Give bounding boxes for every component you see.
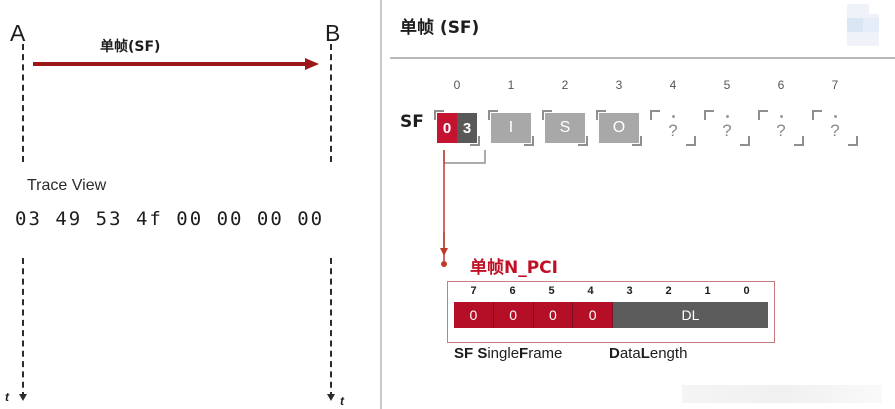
lifeline-b-lower (330, 258, 332, 398)
byte-placeholder: ? (830, 121, 840, 140)
arrow-head-icon (305, 58, 319, 70)
byte-cell-4[interactable]: ? (650, 110, 696, 146)
byte-nibble-high: 0 (437, 113, 457, 143)
message-arrow (33, 58, 321, 70)
corner-bracket-icon (686, 136, 696, 146)
byte-index-2: 2 (561, 78, 569, 92)
legend-datalength: DataLength (609, 345, 687, 362)
corner-bracket-icon (758, 110, 768, 120)
corner-bracket-icon (812, 110, 822, 120)
bit-index-6: 6 (509, 285, 516, 297)
byte-value: O (599, 113, 639, 143)
byte-index-6: 6 (777, 78, 785, 92)
bit-index-1: 1 (704, 285, 711, 297)
npci-bit-index-row: 7 6 5 4 3 2 1 0 (454, 285, 768, 301)
corner-bracket-icon (470, 136, 480, 146)
time-arrow-left-icon (19, 394, 27, 401)
byte-index-4: 4 (669, 78, 677, 92)
byte-cell-2[interactable]: S (542, 110, 588, 146)
corner-bracket-icon (524, 136, 534, 146)
byte-cell-1[interactable]: I (488, 110, 534, 146)
byte-empty-dot-icon (833, 115, 837, 118)
byte-cell-7[interactable]: ? (812, 110, 858, 146)
bit-field-sf: 0 (533, 302, 574, 328)
byte-empty-dot-icon (779, 115, 783, 118)
legend-dl-rest2: ength (649, 345, 688, 362)
corner-bracket-icon (704, 110, 714, 120)
trace-view-title: Trace View (27, 177, 107, 194)
panel-divider (380, 0, 382, 409)
bit-index-0: 0 (743, 285, 750, 297)
byte-empty-dot-icon (725, 115, 729, 118)
byte-index-3: 3 (615, 78, 623, 92)
corner-bracket-icon (488, 110, 498, 120)
byte-index-1: 1 (507, 78, 515, 92)
document-watermark-icon (847, 4, 879, 46)
lifeline-a-upper (22, 44, 24, 162)
time-axis-label-left: t (5, 390, 9, 404)
node-label-a: A (10, 20, 26, 46)
npci-detail-box (447, 281, 775, 343)
legend-singleframe: SF SingleFrame (454, 345, 562, 362)
arrow-shaft (33, 62, 309, 66)
bit-index-2: 2 (665, 285, 672, 297)
panel-separator (390, 57, 895, 59)
corner-bracket-icon (632, 136, 642, 146)
byte-cell-6[interactable]: ? (758, 110, 804, 146)
lifeline-a-lower (22, 258, 24, 398)
time-axis-label-right: t (340, 394, 344, 408)
byte-empty-dot-icon (671, 115, 675, 118)
byte-value: S (545, 113, 585, 143)
panel-title: 单帧 (SF) (400, 18, 480, 38)
bit-index-7: 7 (470, 285, 477, 297)
byte-placeholder: ? (668, 121, 678, 140)
corner-bracket-icon (434, 110, 444, 120)
bit-index-5: 5 (548, 285, 555, 297)
corner-bracket-icon (650, 110, 660, 120)
node-label-b: B (325, 20, 341, 46)
byte-placeholder: ? (776, 121, 786, 140)
legend-sf-rest: ingle (487, 345, 520, 362)
bit-index-4: 4 (587, 285, 594, 297)
legend-sf-rest2: rame (528, 345, 563, 362)
sequence-diagram-panel: A B 单帧(SF) Trace View 03 49 53 4f 00 00 … (0, 0, 380, 409)
bit-field-sf: 0 (573, 302, 613, 328)
legend-dl-bold2: L (640, 345, 650, 362)
bit-field-datalength: DL (613, 302, 768, 328)
legend-dl-rest: ata (619, 345, 641, 362)
legend-sf-bold: SF S (454, 345, 488, 362)
legend-sf-bold2: F (519, 345, 529, 362)
npci-callout-label: 单帧N_PCI (470, 258, 558, 278)
message-arrow-label: 单帧(SF) (100, 39, 161, 55)
bit-field-sf: 0 (493, 302, 534, 328)
frame-row-label: SF (400, 112, 424, 132)
corner-bracket-icon (542, 110, 552, 120)
byte-nibble-low: 3 (457, 113, 477, 143)
corner-bracket-icon (596, 110, 606, 120)
corner-bracket-icon (578, 136, 588, 146)
bit-index-3: 3 (626, 285, 633, 297)
byte-placeholder: ? (722, 121, 732, 140)
byte-index-5: 5 (723, 78, 731, 92)
corner-bracket-icon (740, 136, 750, 146)
byte-cell-5[interactable]: ? (704, 110, 750, 146)
byte-cell-3[interactable]: O (596, 110, 642, 146)
byte-value: I (491, 113, 531, 143)
byte-index-0: 0 (453, 78, 461, 92)
trace-view-bytes: 03 49 53 4f 00 00 00 00 (15, 208, 325, 230)
corner-bracket-icon (848, 136, 858, 146)
bit-field-sf: 0 (454, 302, 494, 328)
legend-dl-bold: D (609, 345, 620, 362)
corner-bracket-icon (794, 136, 804, 146)
lifeline-b-upper (330, 44, 332, 162)
bottom-watermark (682, 385, 882, 403)
time-arrow-right-icon (327, 394, 335, 401)
byte-index-7: 7 (831, 78, 839, 92)
